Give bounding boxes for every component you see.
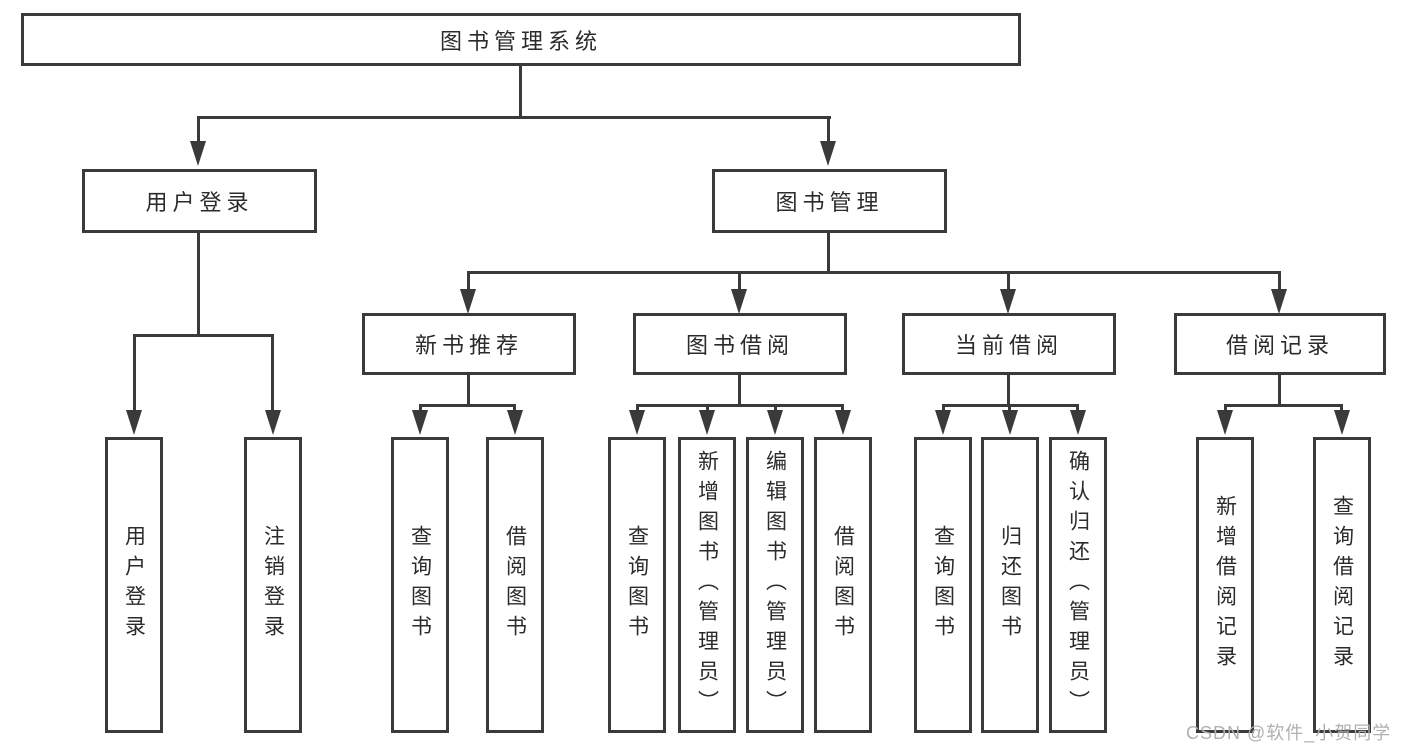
leaf-newrec-borrow-books-label: 借阅图书 (503, 525, 527, 645)
arrowhead-leaf-current-confirm (1070, 410, 1086, 435)
arrowhead-leaf-records-add (1217, 410, 1233, 435)
node-borrowing-records: 借阅记录 (1174, 313, 1386, 375)
arrowhead-leaf-borrow-query (629, 410, 645, 435)
connector-current-stem (1007, 374, 1010, 406)
leaf-current-query-books: 查询图书 (914, 437, 972, 733)
arrowhead-book-borrowing (731, 289, 747, 314)
leaf-borrow-edit-books-admin: 编辑图书（管理员） (746, 437, 804, 733)
connector-leaf-arm (1008, 404, 1011, 414)
node-borrowing-records-label: 借阅记录 (1225, 333, 1334, 358)
connector-borrow-stem (738, 374, 741, 406)
connector-leaf-arm (774, 404, 777, 414)
leaf-borrow-borrow-books: 借阅图书 (814, 437, 872, 733)
arrowhead-leaf-newrec-query (412, 410, 428, 435)
node-new-book-recommend: 新书推荐 (362, 313, 576, 375)
connector-login-bar (133, 334, 274, 337)
node-library-system-label: 图书管理系统 (439, 28, 602, 54)
leaf-borrow-edit-books-admin-label: 编辑图书（管理员） (763, 450, 787, 720)
connector-leaf-arm (942, 404, 945, 414)
connector-login-stem (197, 232, 200, 336)
leaf-current-confirm-return-admin-label: 确认归还（管理员） (1066, 450, 1090, 720)
node-new-book-recommend-label: 新书推荐 (414, 333, 523, 358)
connector-leaf-arm (636, 404, 639, 414)
leaf-current-return-books-label: 归还图书 (998, 525, 1022, 645)
connector-current-arm (1007, 271, 1010, 291)
leaf-user-login-label: 用户登录 (122, 525, 146, 645)
leaf-current-query-books-label: 查询图书 (931, 525, 955, 645)
arrowhead-book-management (820, 141, 836, 166)
arrowhead-leaf-borrow-add (699, 410, 715, 435)
connector-root-stem (519, 66, 522, 118)
leaf-records-query-record: 查询借阅记录 (1313, 437, 1371, 733)
connector-records-stem (1278, 374, 1281, 406)
leaf-current-return-books: 归还图书 (981, 437, 1039, 733)
node-book-management-label: 图书管理 (775, 190, 884, 215)
connector-leaf-arm (513, 404, 516, 414)
leaf-records-add-record-label: 新增借阅记录 (1213, 495, 1237, 675)
connector-borrow-bar (636, 404, 844, 407)
connector-leaf-arm (1224, 404, 1227, 414)
connector-level2-bar (197, 116, 831, 119)
arrowhead-current-borrowing (1000, 289, 1016, 314)
leaf-current-confirm-return-admin: 确认归还（管理员） (1049, 437, 1107, 733)
arrowhead-leaf-user-login (126, 410, 142, 435)
connector-newbook-stem (467, 374, 470, 406)
connector-login-leaf1-arm (133, 334, 136, 412)
leaf-newrec-borrow-books: 借阅图书 (486, 437, 544, 733)
leaf-records-query-record-label: 查询借阅记录 (1330, 495, 1354, 675)
node-user-login: 用户登录 (82, 169, 317, 233)
node-book-borrowing-label: 图书借阅 (685, 333, 794, 358)
connector-leaf-arm (419, 404, 422, 414)
connector-borrow-arm (738, 271, 741, 291)
node-book-borrowing: 图书借阅 (633, 313, 847, 375)
csdn-watermark: CSDN @软件_小贺同学 (1186, 723, 1392, 743)
connector-newbook-bar (419, 404, 516, 407)
connector-leaf-arm (706, 404, 709, 414)
connector-level3-bar (467, 271, 1281, 274)
arrowhead-leaf-newrec-borrow (507, 410, 523, 435)
connector-login-leaf2-arm (271, 334, 274, 412)
arrowhead-user-login (190, 141, 206, 166)
arrowhead-borrowing-records (1271, 289, 1287, 314)
connector-leaf-arm (841, 404, 844, 414)
connector-login-arm (197, 116, 200, 143)
leaf-newrec-query-books: 查询图书 (391, 437, 449, 733)
leaf-borrow-borrow-books-label: 借阅图书 (831, 525, 855, 645)
node-library-system: 图书管理系统 (21, 13, 1021, 66)
leaf-borrow-add-books-admin: 新增图书（管理员） (678, 437, 736, 733)
leaf-borrow-query-books-label: 查询图书 (625, 525, 649, 645)
node-user-login-label: 用户登录 (145, 190, 254, 215)
connector-records-bar (1224, 404, 1343, 407)
node-book-management: 图书管理 (712, 169, 947, 233)
leaf-borrow-query-books: 查询图书 (608, 437, 666, 733)
leaf-borrow-add-books-admin-label: 新增图书（管理员） (695, 450, 719, 720)
leaf-records-add-record: 新增借阅记录 (1196, 437, 1254, 733)
arrowhead-leaf-records-query (1334, 410, 1350, 435)
arrowhead-leaf-logout (265, 410, 281, 435)
arrowhead-leaf-current-return (1002, 410, 1018, 435)
arrowhead-leaf-borrow-edit (767, 410, 783, 435)
node-current-borrowing: 当前借阅 (902, 313, 1116, 375)
connector-leaf-arm (1340, 404, 1343, 414)
leaf-newrec-query-books-label: 查询图书 (408, 525, 432, 645)
arrowhead-leaf-current-query (935, 410, 951, 435)
arrowhead-leaf-borrow-borrow (835, 410, 851, 435)
connector-mgmt-stem (827, 232, 830, 273)
connector-records-arm (1278, 271, 1281, 291)
leaf-logout: 注销登录 (244, 437, 302, 733)
connector-newbook-arm (467, 271, 470, 291)
connector-mgmt-arm (827, 116, 830, 143)
connector-leaf-arm (1076, 404, 1079, 414)
leaf-user-login: 用户登录 (105, 437, 163, 733)
node-current-borrowing-label: 当前借阅 (954, 333, 1063, 358)
arrowhead-new-book-recommend (460, 289, 476, 314)
leaf-logout-label: 注销登录 (261, 525, 285, 645)
